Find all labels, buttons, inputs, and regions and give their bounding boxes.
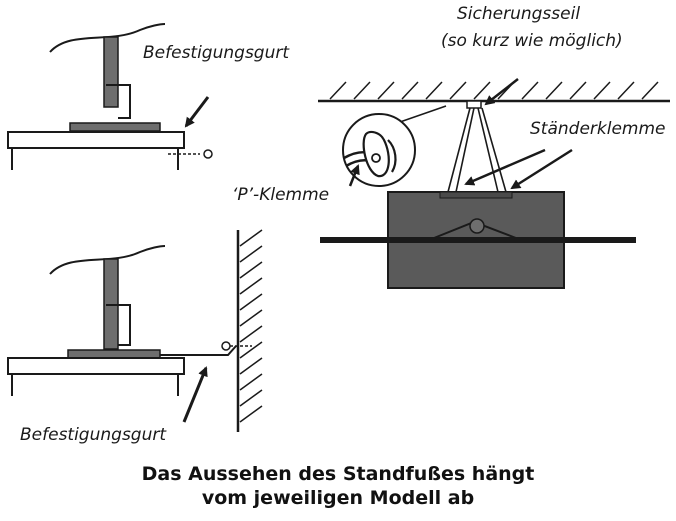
ceiling-anchor: [466, 100, 482, 109]
arrow-strap-bottom: [182, 366, 208, 423]
label-safety-cord-line2: (so kurz wie möglich): [441, 31, 623, 51]
caption-line1: Das Aussehen des Standfußes hängt: [141, 463, 535, 485]
table-bottom-left: [7, 357, 185, 375]
screw-head-top: [203, 149, 213, 159]
top-left-table-illustration: [7, 23, 213, 170]
wall-hatching: [239, 229, 263, 423]
tv-screen-curve-top: [49, 23, 166, 53]
arrow-p-clamp: [348, 164, 360, 187]
arrow-strap-top: [184, 96, 210, 128]
tv-stand-knob: [469, 218, 485, 234]
bottom-left-wall-illustration: [7, 229, 263, 432]
arrow-safety-cord: [484, 78, 519, 106]
zoom-link-line: [399, 105, 447, 123]
arrow-stand-clamp-right: [510, 148, 573, 190]
label-p-clamp: ‘P’-Klemme: [232, 185, 330, 205]
arrow-stand-clamp-left: [464, 148, 546, 186]
label-stand-clamp: Ständerklemme: [530, 119, 666, 139]
stand-bracket-top: [106, 84, 131, 119]
label-strap-top: Befestigungsgurt: [143, 43, 290, 63]
screw-head-wall: [221, 341, 231, 351]
stand-neck-top: [103, 36, 119, 108]
stand-bracket-bottom: [106, 304, 131, 346]
right-suspension-illustration: [318, 78, 670, 289]
caption-line2: vom jeweiligen Modell ab: [201, 487, 475, 509]
stand-base-top: [69, 122, 161, 132]
tv-top-bar: [439, 191, 513, 199]
strap-to-wall: [160, 345, 237, 356]
label-strap-bottom: Befestigungsgurt: [20, 425, 167, 445]
label-safety-cord-line1: Sicherungsseil: [457, 4, 581, 24]
p-clamp-icon: [343, 130, 397, 178]
tv-screen-curve-bottom: [49, 245, 166, 275]
safety-cord: [447, 107, 507, 193]
table-top-left: [7, 131, 185, 149]
stand-base-bottom: [67, 349, 161, 359]
